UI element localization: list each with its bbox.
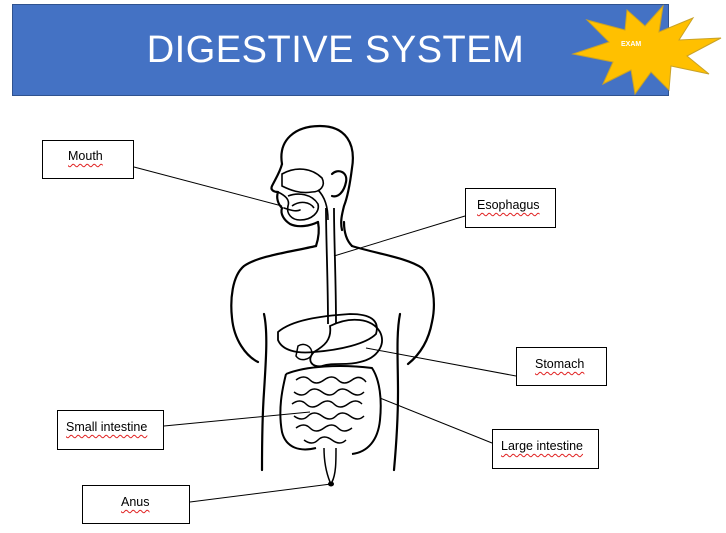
label-mouth-text: Mouth (68, 149, 103, 163)
anus-pointer (189, 483, 332, 503)
nasal-cavity (281, 168, 325, 194)
left-shoulder (230, 244, 318, 364)
neck-left (314, 220, 320, 248)
head-outline (280, 124, 354, 232)
face-outline (270, 162, 320, 228)
gallbladder (295, 343, 313, 361)
page-title: DIGESTIVE SYSTEM (146, 28, 525, 71)
pharynx (317, 189, 329, 221)
stomach (309, 318, 383, 368)
esophagus-right (333, 207, 337, 325)
small-intestine-pointer (163, 411, 311, 427)
mouth-pointer (133, 166, 283, 207)
label-esophagus-text: Esophagus (477, 198, 540, 212)
label-mouth: Mouth (42, 140, 134, 179)
title-banner: DIGESTIVE SYSTEM (12, 4, 669, 96)
esophagus-pointer (333, 215, 466, 257)
label-large-intestine: Large intestine (492, 429, 599, 469)
ear (330, 170, 348, 198)
label-small-intestine-text: Small intestine (66, 420, 148, 434)
label-stomach: Stomach (516, 347, 607, 386)
large-intestine (279, 365, 382, 455)
label-anus-text: Anus (121, 495, 150, 509)
label-anus: Anus (82, 485, 190, 524)
oral-cavity (286, 193, 320, 221)
small-intestine (291, 376, 367, 444)
exam-starburst (571, 4, 722, 96)
left-arm-inner (260, 312, 268, 472)
large-intestine-pointer (379, 397, 493, 444)
mouth-detail (277, 191, 301, 212)
right-shoulder (350, 244, 435, 366)
label-large-intestine-text: Large intestine (501, 439, 584, 453)
right-arm-inner (392, 312, 402, 472)
label-esophagus: Esophagus (465, 188, 556, 228)
neck-right (342, 220, 354, 248)
exam-badge-text: EXAM (621, 41, 642, 48)
label-stomach-text: Stomach (535, 357, 585, 371)
stomach-pointer (365, 347, 517, 377)
tongue (291, 201, 315, 209)
rectum (323, 447, 337, 483)
label-small-intestine: Small intestine (57, 410, 164, 450)
esophagus-left (325, 207, 329, 325)
